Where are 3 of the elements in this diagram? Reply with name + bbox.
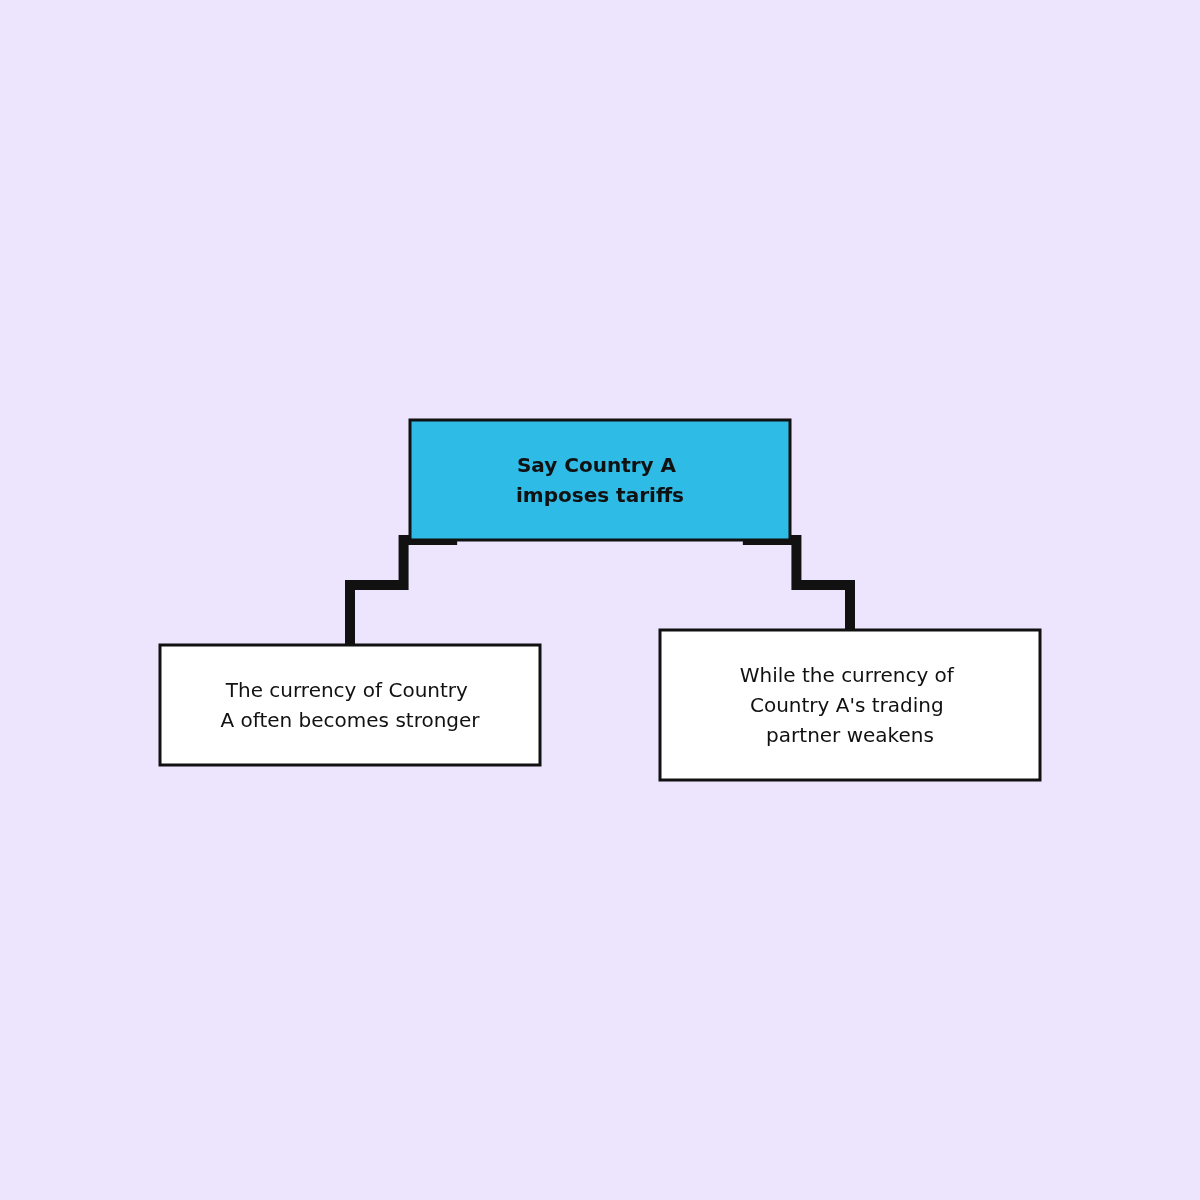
node-box: The currency of Country A often becomes stronger — [158, 643, 542, 767]
node-box: Say Country A imposes tariffs — [408, 418, 792, 542]
node-box: While the currency of Country A's trading partner weakens — [658, 628, 1042, 782]
